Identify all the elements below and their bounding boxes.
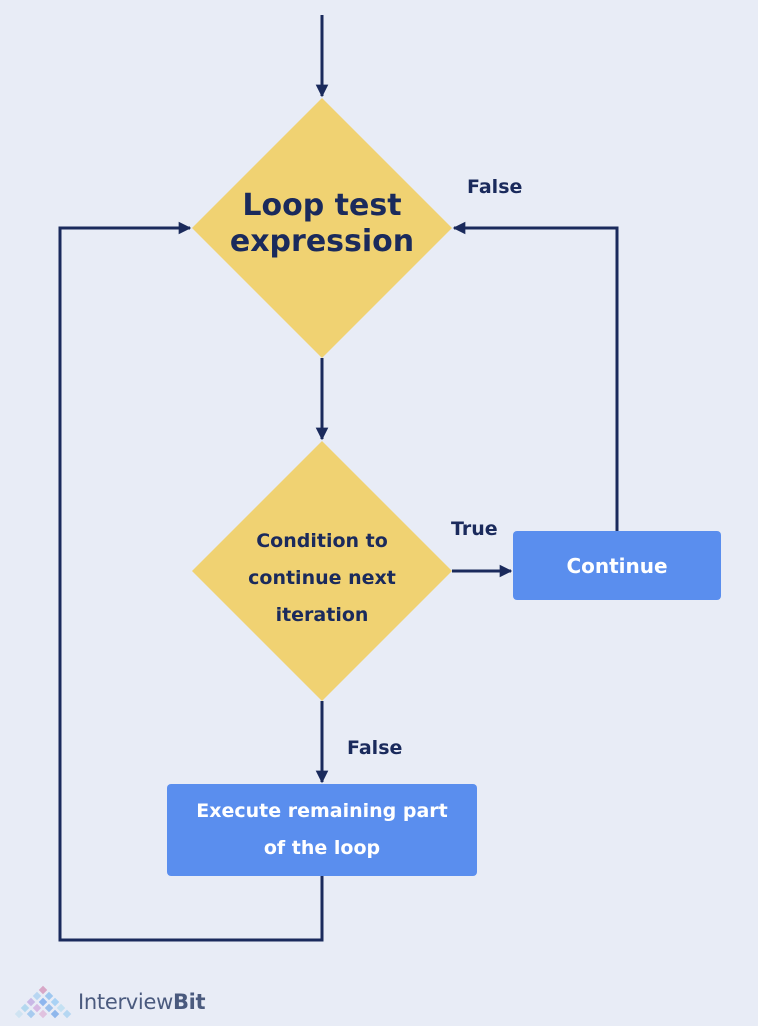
execute-remaining-label: Execute remaining part of the loop bbox=[196, 800, 448, 859]
continue-box-label: Continue bbox=[566, 553, 668, 578]
continue-box: Continue bbox=[513, 531, 721, 600]
condition-label: Condition to continue next iteration bbox=[248, 530, 396, 626]
interviewbit-logo-icon bbox=[14, 985, 72, 1019]
loop-test-label: Loop test expression bbox=[229, 188, 415, 259]
false-edge-label-condition: False bbox=[347, 737, 403, 759]
logo-wordmark-regular: Interview bbox=[78, 990, 173, 1014]
continue-to-loop-test-arrow bbox=[452, 221, 619, 531]
logo-wordmark: InterviewBit bbox=[78, 990, 206, 1014]
logo-wordmark-bold: Bit bbox=[172, 990, 206, 1014]
execute-to-loop-test-arrow bbox=[58, 221, 324, 942]
true-edge-label: True bbox=[451, 518, 498, 540]
interviewbit-logo: InterviewBit bbox=[14, 982, 206, 1022]
false-edge-label-continue: False bbox=[467, 176, 523, 198]
loop-test-diamond bbox=[192, 98, 452, 358]
execute-remaining-box: Execute remaining part of the loop bbox=[167, 784, 477, 876]
condition-diamond bbox=[192, 441, 452, 701]
